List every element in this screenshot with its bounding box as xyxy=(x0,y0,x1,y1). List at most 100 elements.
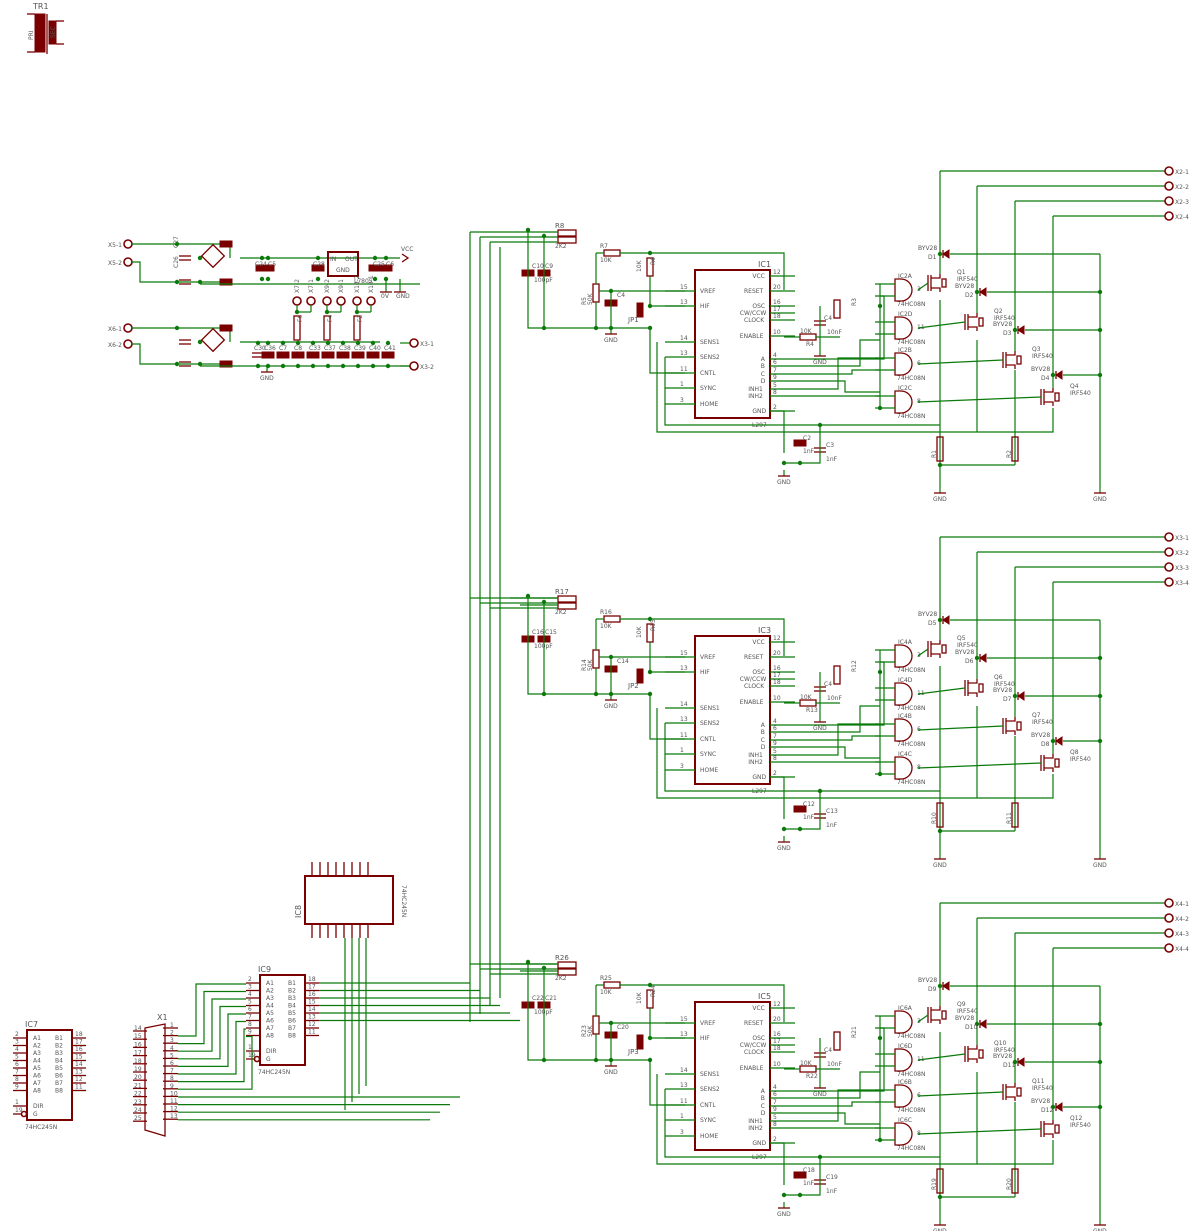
wire xyxy=(917,1014,929,1023)
gnd-symbol: GND xyxy=(1093,1219,1107,1231)
fuse-icon xyxy=(353,315,361,341)
junction-dot xyxy=(541,325,547,331)
pin-number: 12 xyxy=(773,269,781,276)
polarized-capacitor xyxy=(311,264,325,272)
pin-name: B4 xyxy=(55,1058,63,1065)
diode-icon xyxy=(1017,325,1025,335)
sense-resistor-value: 2K2 xyxy=(555,975,567,982)
gate-ref: IC6B xyxy=(898,1079,912,1086)
and-gate-icon xyxy=(894,278,913,302)
pin-number: 14 xyxy=(680,335,688,342)
driver-ref: IC3 xyxy=(758,626,771,635)
sense-resistor xyxy=(557,602,577,610)
mosfet-type: IRF540 xyxy=(957,642,978,649)
pin-number: 5 xyxy=(248,999,252,1006)
gnd-label: GND xyxy=(604,1069,618,1076)
junction-dot xyxy=(797,1192,803,1198)
wire xyxy=(795,705,880,733)
wire xyxy=(917,321,966,329)
junction-dot xyxy=(877,1137,883,1143)
junction-dot xyxy=(372,276,378,282)
fuse-terminal-label: X7-1 xyxy=(308,279,315,293)
pin-number: 18 xyxy=(134,1058,142,1065)
l297-driver-ic xyxy=(694,269,771,419)
fuse-terminal-label: X10-2 xyxy=(354,275,361,293)
pin-number: 11 xyxy=(680,732,688,739)
buffer-ref: IC9 xyxy=(258,965,271,974)
pin-name: A6 xyxy=(33,1073,41,1080)
junction-dot xyxy=(265,255,271,261)
diode-icon xyxy=(942,615,950,625)
motor-connector-label: X4-1 xyxy=(1175,901,1189,908)
pin-name: B2 xyxy=(288,988,296,995)
buffer-type: 74HC245N xyxy=(25,1124,57,1131)
wire xyxy=(795,295,885,360)
pin-name: HOME xyxy=(700,767,718,774)
connector-ref: X1 xyxy=(157,1013,168,1022)
pin-name: G xyxy=(33,1111,38,1118)
wire xyxy=(784,791,821,830)
pullup-ref: R6 xyxy=(650,257,657,265)
junction-dot xyxy=(937,983,943,989)
pin-number: 2 xyxy=(773,404,777,411)
pin-number: 6 xyxy=(15,1061,19,1068)
polarized-capacitor xyxy=(793,439,807,447)
gnd-label: GND xyxy=(777,1211,791,1218)
pin-number: 1 xyxy=(680,1113,684,1120)
wire xyxy=(795,1089,880,1122)
cap-ref: C2 xyxy=(803,435,811,442)
reg-gnd-label: GND xyxy=(336,267,350,274)
junction-dot xyxy=(1097,289,1103,295)
pin-number: 2 xyxy=(773,1136,777,1143)
junction-dot xyxy=(174,279,180,285)
pin-number: 17 xyxy=(308,984,316,991)
pin-name: HOME xyxy=(700,1133,718,1140)
drain xyxy=(1044,1120,1054,1125)
pot-ref: R14 xyxy=(581,659,588,671)
junction-dot xyxy=(197,279,203,285)
shunt-ref: R10 xyxy=(931,812,938,824)
pin-name: RESET xyxy=(744,1020,764,1027)
fuse-label: F6 xyxy=(297,315,304,322)
wire xyxy=(795,369,880,375)
cap-label: C6 xyxy=(386,261,394,268)
pin-number: 7 xyxy=(773,733,777,740)
cap-ref: C21 xyxy=(545,995,557,1002)
motor-connector-pad xyxy=(1164,196,1174,206)
pin-number: 14 xyxy=(680,1067,688,1074)
wire xyxy=(917,1091,1004,1097)
pin-number: 12 xyxy=(75,1076,83,1083)
diode-icon xyxy=(979,653,987,663)
input-terminal xyxy=(123,339,133,349)
cap-ref: C15 xyxy=(545,629,557,636)
pin-name: INH2 xyxy=(748,1125,763,1132)
jumper-ref: JP3 xyxy=(627,1048,639,1056)
pin-number: 5 xyxy=(773,382,777,389)
gate-ref: IC6D xyxy=(898,1043,913,1050)
gnd-label: GND xyxy=(777,845,791,852)
gate-type: 74HC08N xyxy=(897,1071,925,1078)
diode-ref: D3 xyxy=(1003,330,1012,337)
and-gate-icon xyxy=(894,1010,913,1034)
gate-type: 74HC08N xyxy=(897,339,925,346)
mosfet-type: IRF540 xyxy=(1070,390,1091,397)
hc245-buffer-ic xyxy=(304,875,394,925)
wire xyxy=(178,983,246,1037)
junction-dot xyxy=(324,309,330,315)
pin-number: 20 xyxy=(773,284,781,291)
pin-name: RESET xyxy=(744,654,764,661)
mosfet-ref: Q9 xyxy=(957,1001,966,1008)
mosfet-type: IRF540 xyxy=(994,315,1015,322)
buffer-ref: IC8 xyxy=(294,905,303,918)
junction-dot xyxy=(541,691,547,697)
junction-dot xyxy=(937,251,943,257)
wire xyxy=(795,1112,880,1125)
vref-resistor-ref: R16 xyxy=(600,609,612,616)
pin-number: 1 xyxy=(170,1022,174,1029)
sense-resistor-ref: R26 xyxy=(555,954,569,962)
pin-number: 15 xyxy=(308,999,316,1006)
wire xyxy=(620,252,785,290)
cap-ref: C16 xyxy=(532,629,544,636)
